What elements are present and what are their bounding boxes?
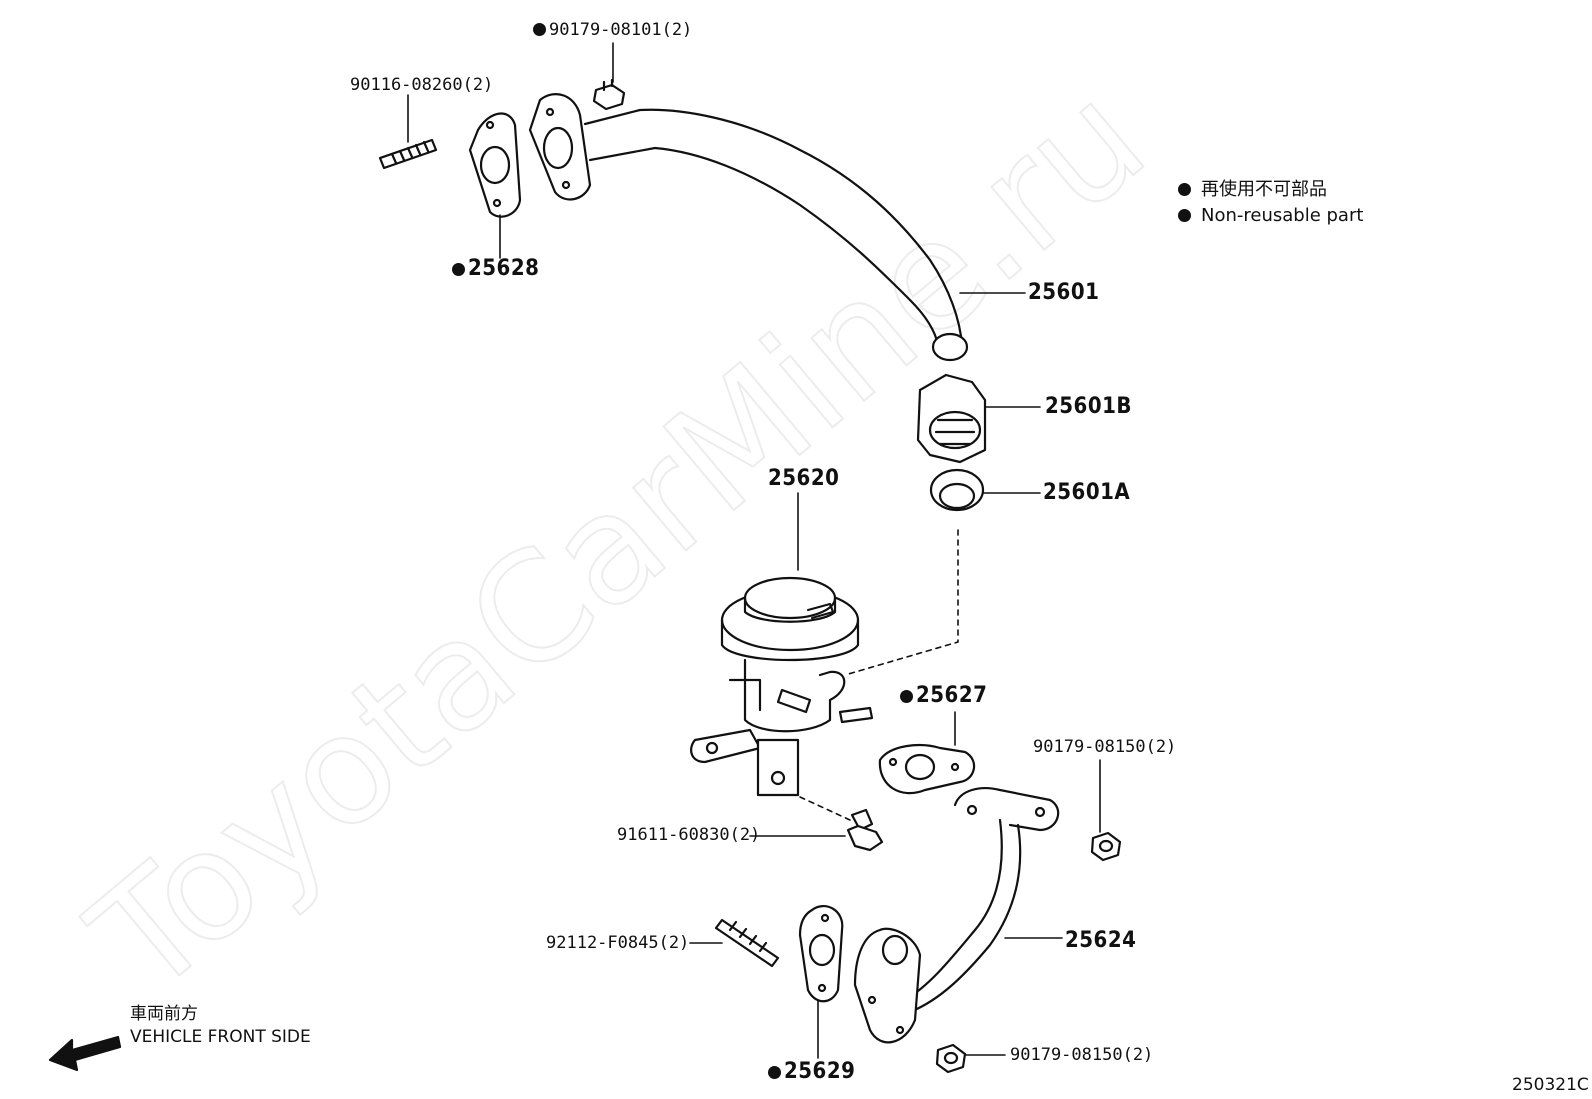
label-nut-bottom: 90179-08150(2) <box>1010 1045 1154 1065</box>
label-nut-top: 90179-08101(2) <box>533 22 692 39</box>
diagram-code: 250321C <box>1512 1075 1589 1095</box>
ring-icon <box>929 468 985 512</box>
label-gasket-bottom: 25629 <box>768 1061 855 1083</box>
vehicle-front-label: 車両前方 VEHICLE FRONT SIDE <box>130 1003 311 1049</box>
label-union-nut: 25601B <box>1045 394 1132 419</box>
legend-en: Non-reusable part <box>1178 203 1363 229</box>
bolt-valve-icon <box>846 808 884 852</box>
egr-valve-icon <box>690 576 874 797</box>
label-pipe-bottom: 25624 <box>1065 928 1137 953</box>
dashed-leader-bolt <box>799 796 851 821</box>
watermark: ToyotaCarMine.ru <box>60 51 1178 1029</box>
nut-top-icon <box>592 78 626 111</box>
union-nut-icon <box>916 373 987 464</box>
nut-bottom-icon <box>935 1043 967 1074</box>
front-arrow-icon <box>48 1035 122 1072</box>
label-egr-valve: 25620 <box>768 466 840 491</box>
legend: 再使用不可部品 Non-reusable part <box>1178 177 1363 229</box>
label-stud-bottom: 92112-F0845(2) <box>546 933 690 953</box>
pipe-top-icon <box>528 93 969 362</box>
label-gasket-mid: 25627 <box>900 685 987 707</box>
label-gasket-top: 25628 <box>452 258 539 280</box>
label-nut-right: 90179-08150(2) <box>1033 737 1177 757</box>
dashed-leader <box>844 529 959 676</box>
stud-top-icon <box>378 138 438 170</box>
front-ja: 車両前方 <box>130 1004 198 1024</box>
leader-lines <box>407 42 1101 1059</box>
gasket-top-icon <box>468 112 522 218</box>
label-ring: 25601A <box>1043 480 1131 505</box>
gasket-mid-icon <box>878 744 976 795</box>
legend-ja: 再使用不可部品 <box>1178 177 1363 203</box>
pipe-bottom-icon <box>853 787 1060 1044</box>
nut-right-icon <box>1090 831 1122 862</box>
front-en: VEHICLE FRONT SIDE <box>130 1026 311 1047</box>
label-pipe-top: 25601 <box>1028 280 1100 305</box>
gasket-bottom-icon <box>798 904 844 1003</box>
stud-bottom-icon <box>714 918 780 968</box>
svg-text:ToyotaCarMine.ru: ToyotaCarMine.ru <box>61 52 1177 1028</box>
label-stud-top: 90116-08260(2) <box>350 75 494 95</box>
label-bolt-valve: 91611-60830(2) <box>617 825 761 845</box>
